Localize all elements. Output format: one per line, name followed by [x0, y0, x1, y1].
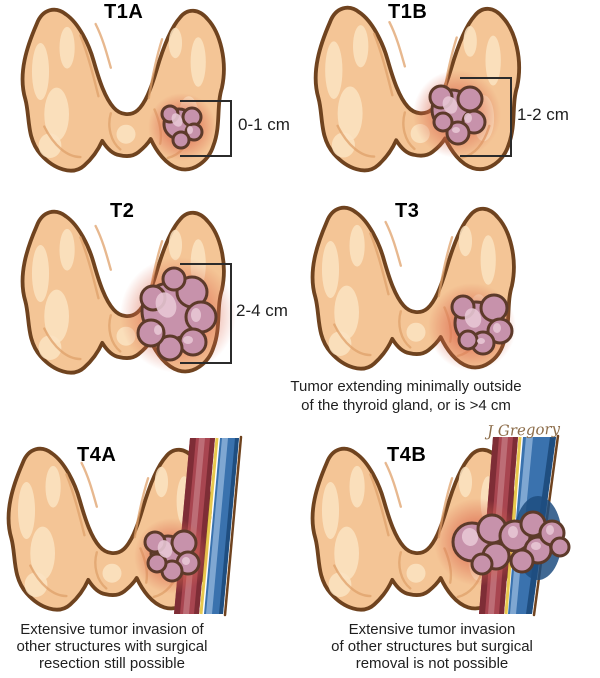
- tumor-highlight: [442, 96, 472, 133]
- tumor-t4b: [451, 510, 571, 576]
- caption-t4a: Extensive tumor invasion of other struct…: [16, 621, 208, 672]
- measurement-bracket-t1b: [460, 77, 512, 157]
- tumor-t1a: [160, 104, 204, 150]
- illustration-t1a: [20, 7, 226, 173]
- nerve-line: [199, 437, 219, 615]
- caption-t4b: Extensive tumor invasion of other struct…: [331, 621, 533, 672]
- illustration-t4a: [6, 435, 243, 617]
- measurement-bracket-t1a: [180, 100, 232, 157]
- caption-t3: Tumor extending minimally outside of the…: [290, 378, 522, 414]
- panel-label-t1a: T1A: [104, 1, 144, 23]
- artist-signature: J Gregory: [486, 419, 561, 441]
- vessel-outline: [223, 435, 243, 617]
- panel-label-t3: T3: [395, 200, 420, 222]
- panel-label-t4b: T4B: [387, 444, 427, 466]
- panel-label-t2: T2: [110, 200, 135, 222]
- panel-label-t1b: T1B: [388, 1, 428, 23]
- tumor-highlight: [461, 525, 554, 550]
- measurement-bracket-t2: [180, 263, 232, 364]
- tumor-t1b: [428, 84, 487, 146]
- tumor-highlight: [171, 113, 193, 134]
- illustration-t3: [310, 205, 516, 371]
- tumor-highlight: [464, 308, 501, 344]
- tumor-highlight: [154, 292, 201, 344]
- measurement-label-t2: 2-4 cm: [236, 301, 288, 320]
- measurement-label-t1a: 0-1 cm: [238, 115, 290, 134]
- illustration-t1b: [313, 5, 522, 173]
- measurement-label-t1b: 1-2 cm: [517, 105, 569, 124]
- panel-label-t4a: T4A: [77, 444, 117, 466]
- illustration-t4b: [310, 434, 571, 617]
- illustration-t2: [20, 209, 236, 375]
- tumor-highlight: [157, 540, 190, 565]
